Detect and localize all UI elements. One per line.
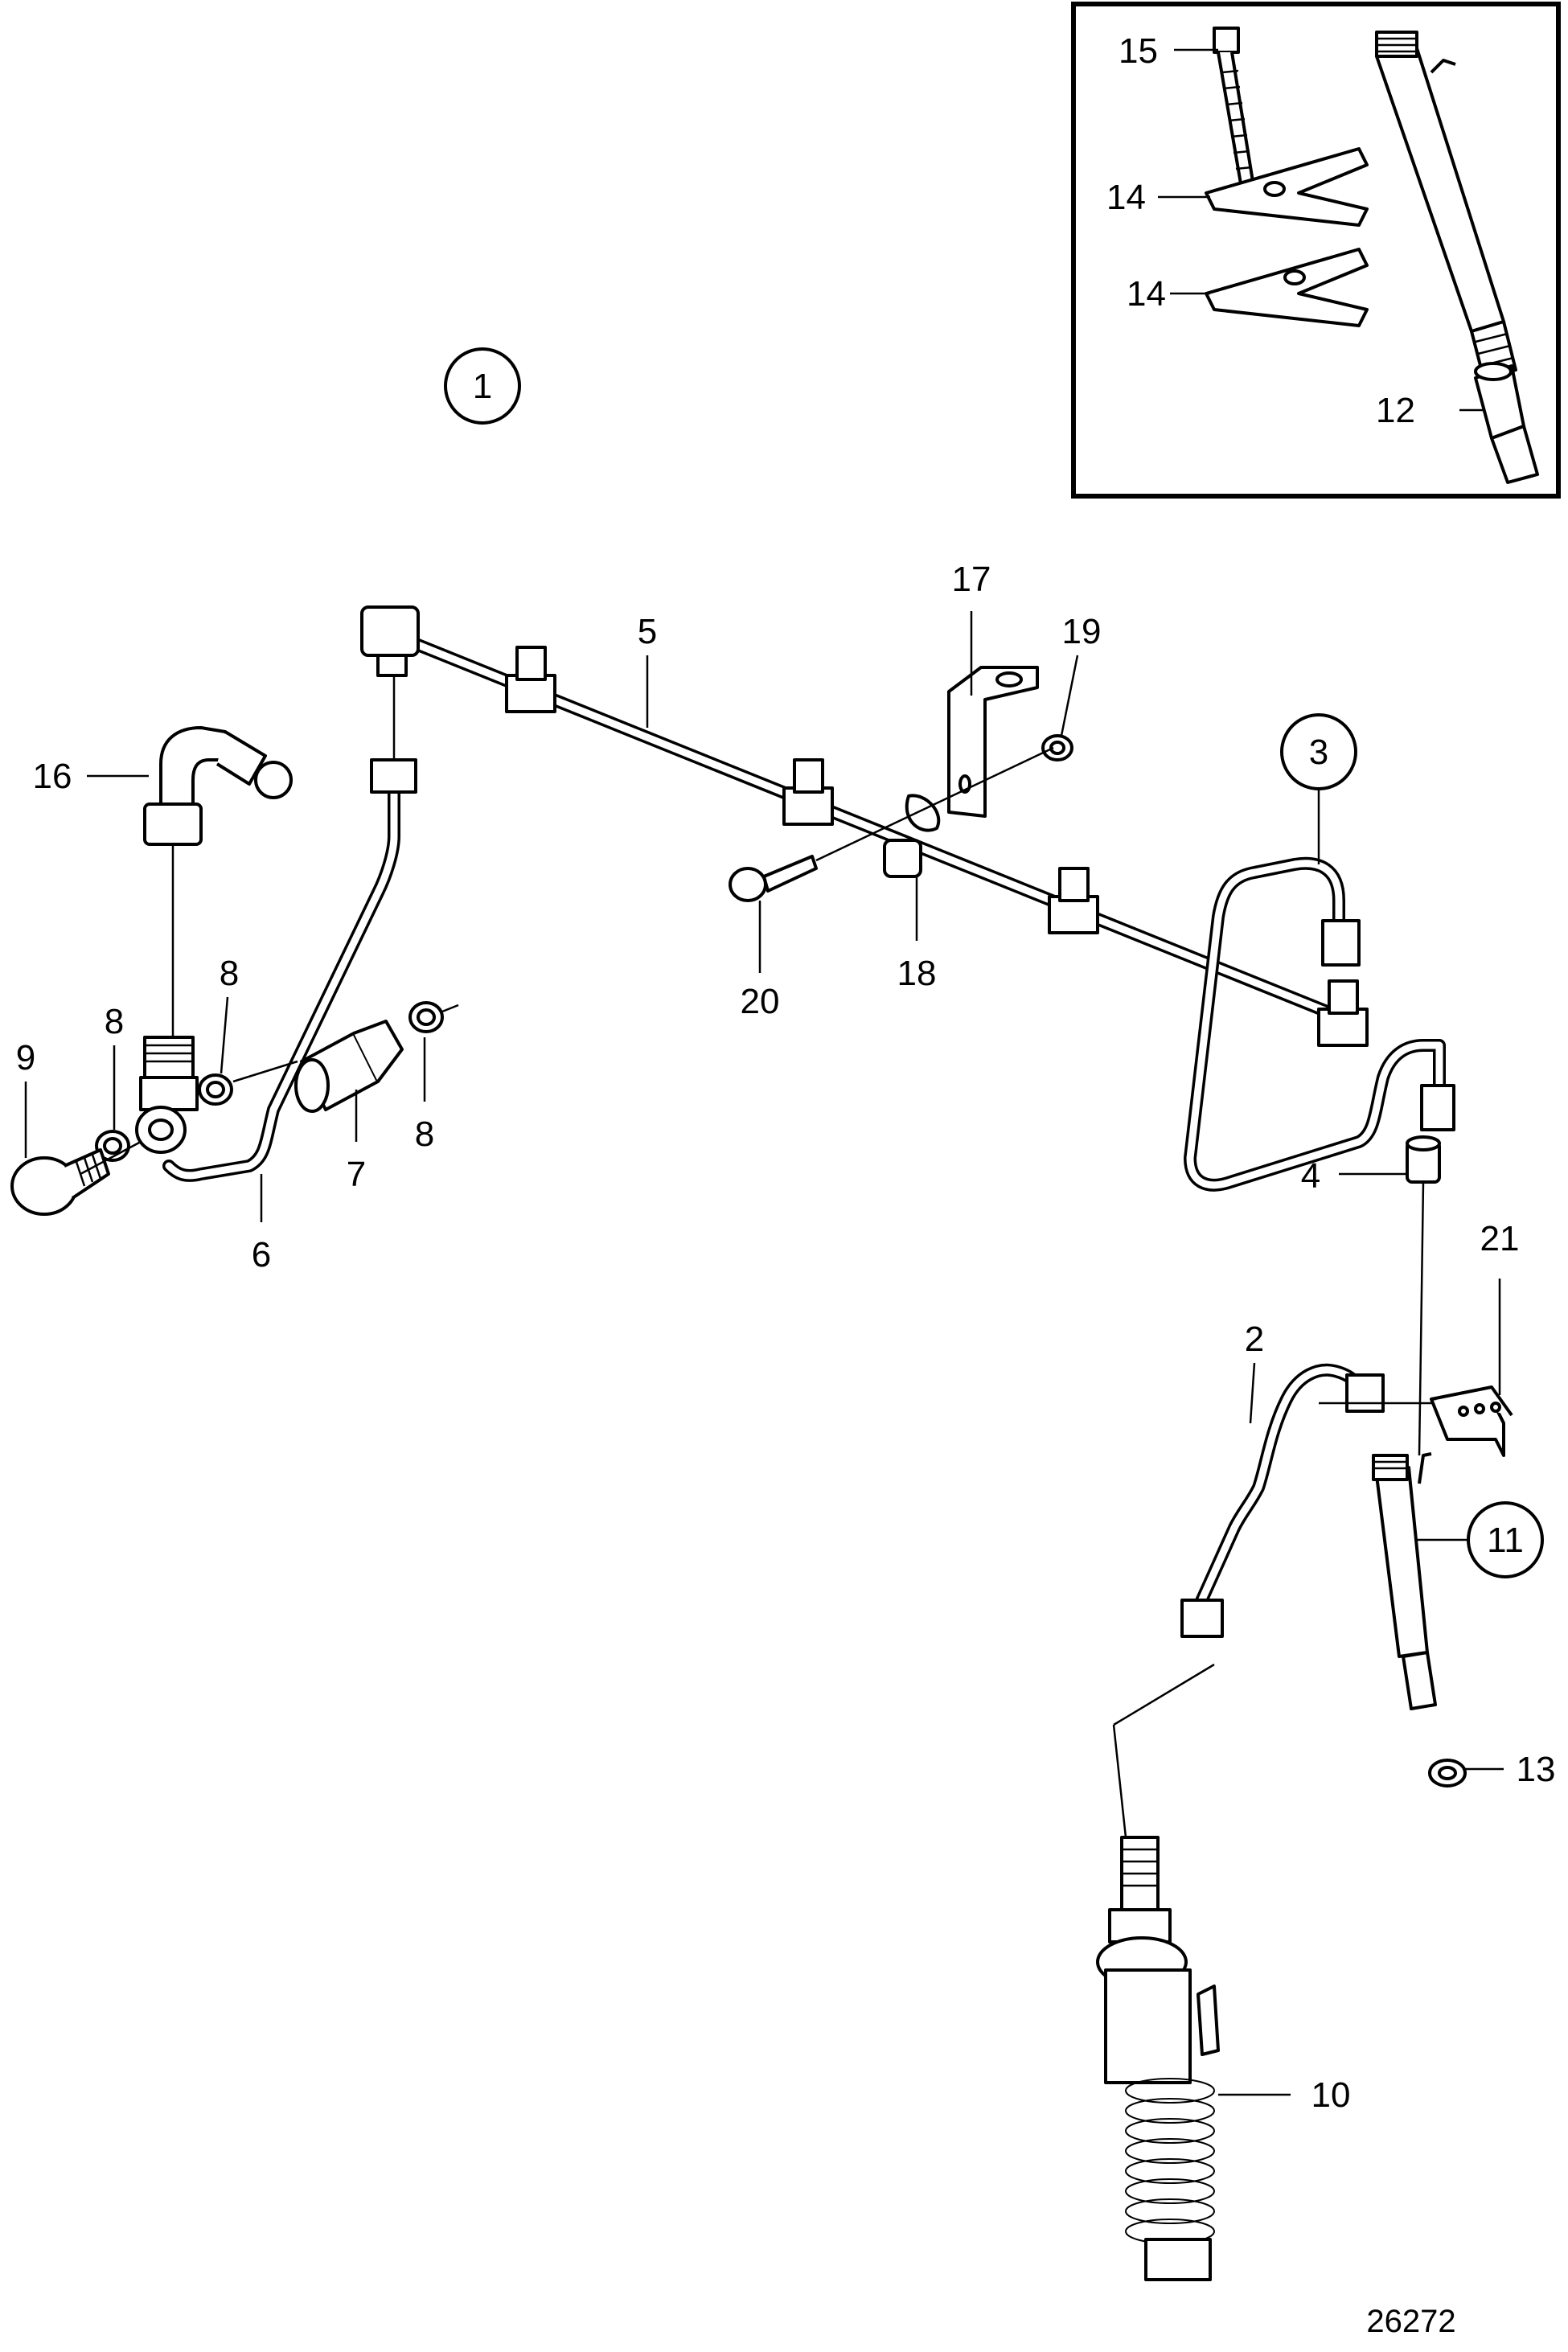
sleeve-4: [1406, 1135, 1441, 1184]
fitting-b: [782, 758, 834, 826]
fitting-d: [1317, 979, 1369, 1047]
fitting-c: [1048, 867, 1099, 934]
callout-20: 20: [741, 982, 780, 1021]
callout-8-upper: 8: [220, 954, 239, 993]
callout-4: 4: [1301, 1156, 1320, 1196]
tee-fitting: [135, 1036, 199, 1154]
pipe-6: [162, 758, 417, 1182]
callout-8-right: 8: [415, 1114, 434, 1154]
callout-2: 2: [1245, 1320, 1264, 1359]
fitting-a: [505, 646, 556, 713]
sleeve-12: [1474, 362, 1539, 484]
callout-17: 17: [952, 560, 991, 599]
callout-8-left: 8: [105, 1002, 124, 1041]
callout-19: 19: [1062, 612, 1102, 651]
callout-11: 11: [1487, 1521, 1524, 1560]
callout-5: 5: [638, 612, 657, 651]
fuel-rail-5: [360, 605, 1369, 1047]
clamp-14-lower: [1205, 248, 1369, 327]
callout-9: 9: [16, 1038, 35, 1077]
banjo-bolt-9: [10, 1148, 110, 1216]
inset-detail: [1071, 2, 1561, 499]
screw-20: [729, 855, 818, 902]
callout-7: 7: [347, 1155, 366, 1194]
callout-21: 21: [1480, 1219, 1520, 1258]
callout-10: 10: [1311, 2075, 1351, 2115]
callout-18: 18: [897, 954, 937, 993]
injector-11: [1372, 1452, 1437, 1710]
injector-inset: [1375, 31, 1517, 380]
elbow-16: [143, 726, 293, 846]
callout-15: 15: [1119, 31, 1158, 71]
pipe-2: [1180, 1363, 1385, 1638]
callout-3: 3: [1309, 733, 1328, 772]
washer-13: [1428, 1759, 1467, 1788]
pipe-3: [1184, 856, 1455, 1192]
adapter-7: [294, 1020, 404, 1113]
nut-19: [1041, 734, 1073, 761]
plate-21: [1430, 1385, 1513, 1457]
callout-6: 6: [252, 1235, 271, 1275]
clamp-14-upper: [1205, 147, 1369, 227]
callout-16: 16: [33, 757, 72, 796]
callout-12: 12: [1376, 391, 1415, 430]
callout-14-lower: 14: [1127, 274, 1166, 314]
callout-circle-1: [444, 347, 521, 425]
clip-18: [883, 794, 941, 878]
callout-13: 13: [1517, 1750, 1556, 1789]
figure-number: 26272: [1366, 2304, 1455, 2339]
callout-14-upper: 14: [1106, 178, 1146, 217]
bracket-17: [947, 666, 1039, 818]
pump-element-10: [1096, 1836, 1220, 2281]
bolt-15: [1213, 27, 1256, 195]
callout-1: 1: [473, 367, 492, 406]
